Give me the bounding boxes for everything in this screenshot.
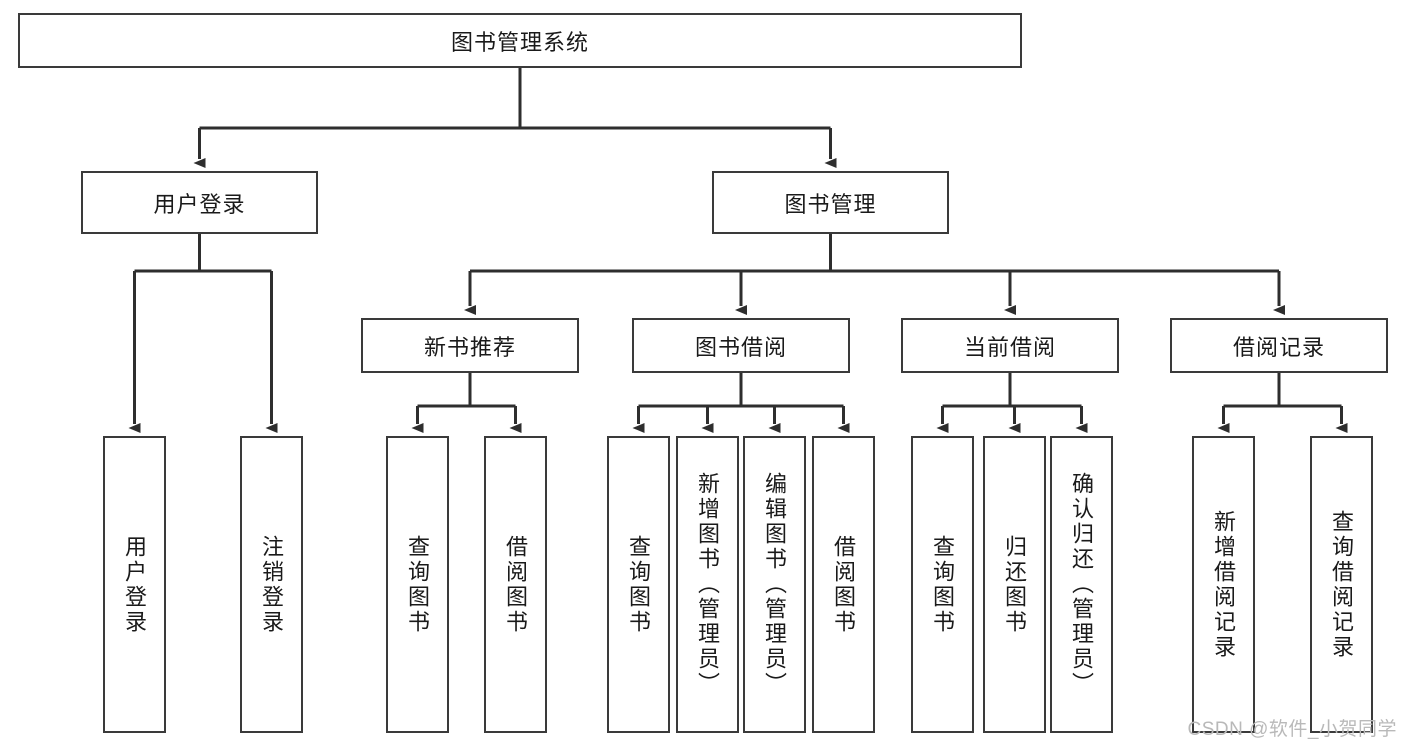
node-label: 图书管理系统 — [450, 29, 589, 55]
node-label: 归还图书 — [1002, 534, 1028, 635]
node-leaf3[interactable]: 查询图书 — [386, 436, 449, 733]
node-leaf9[interactable]: 查询图书 — [911, 436, 974, 733]
node-bookmgmt[interactable]: 图书管理 — [712, 171, 949, 234]
node-label: 编辑图书（管理员） — [762, 472, 788, 697]
node-leaf13[interactable]: 查询借阅记录 — [1310, 436, 1373, 733]
node-label: 注销登录 — [259, 534, 285, 635]
node-login[interactable]: 用户登录 — [81, 171, 318, 234]
node-label: 新书推荐 — [423, 334, 516, 360]
node-leaf11[interactable]: 确认归还（管理员） — [1050, 436, 1113, 733]
node-label: 图书借阅 — [694, 334, 787, 360]
node-label: 图书管理 — [784, 191, 877, 217]
node-label: 查询图书 — [405, 534, 431, 635]
node-label: 新增图书（管理员） — [695, 472, 721, 697]
node-label: 查询图书 — [626, 534, 652, 635]
node-root[interactable]: 图书管理系统 — [18, 13, 1022, 68]
node-label: 借阅记录 — [1232, 334, 1325, 360]
node-label: 确认归还（管理员） — [1069, 472, 1095, 697]
node-label: 查询借阅记录 — [1329, 509, 1355, 660]
node-leaf10[interactable]: 归还图书 — [983, 436, 1046, 733]
node-leaf1[interactable]: 用户登录 — [103, 436, 166, 733]
node-current[interactable]: 当前借阅 — [901, 318, 1119, 373]
node-label: 用户登录 — [122, 534, 148, 635]
node-leaf5[interactable]: 查询图书 — [607, 436, 670, 733]
node-records[interactable]: 借阅记录 — [1170, 318, 1388, 373]
node-leaf6[interactable]: 新增图书（管理员） — [676, 436, 739, 733]
node-label: 借阅图书 — [831, 534, 857, 635]
node-label: 查询图书 — [930, 534, 956, 635]
node-label: 新增借阅记录 — [1211, 509, 1237, 660]
node-label: 借阅图书 — [503, 534, 529, 635]
node-leaf12[interactable]: 新增借阅记录 — [1192, 436, 1255, 733]
node-leaf4[interactable]: 借阅图书 — [484, 436, 547, 733]
watermark-text: CSDN @软件_小贺同学 — [1187, 719, 1397, 740]
node-newbook[interactable]: 新书推荐 — [361, 318, 579, 373]
node-label: 用户登录 — [153, 191, 246, 217]
node-leaf7[interactable]: 编辑图书（管理员） — [743, 436, 806, 733]
node-leaf8[interactable]: 借阅图书 — [812, 436, 875, 733]
node-label: 当前借阅 — [963, 334, 1056, 360]
node-leaf2[interactable]: 注销登录 — [240, 436, 303, 733]
node-borrow[interactable]: 图书借阅 — [632, 318, 850, 373]
